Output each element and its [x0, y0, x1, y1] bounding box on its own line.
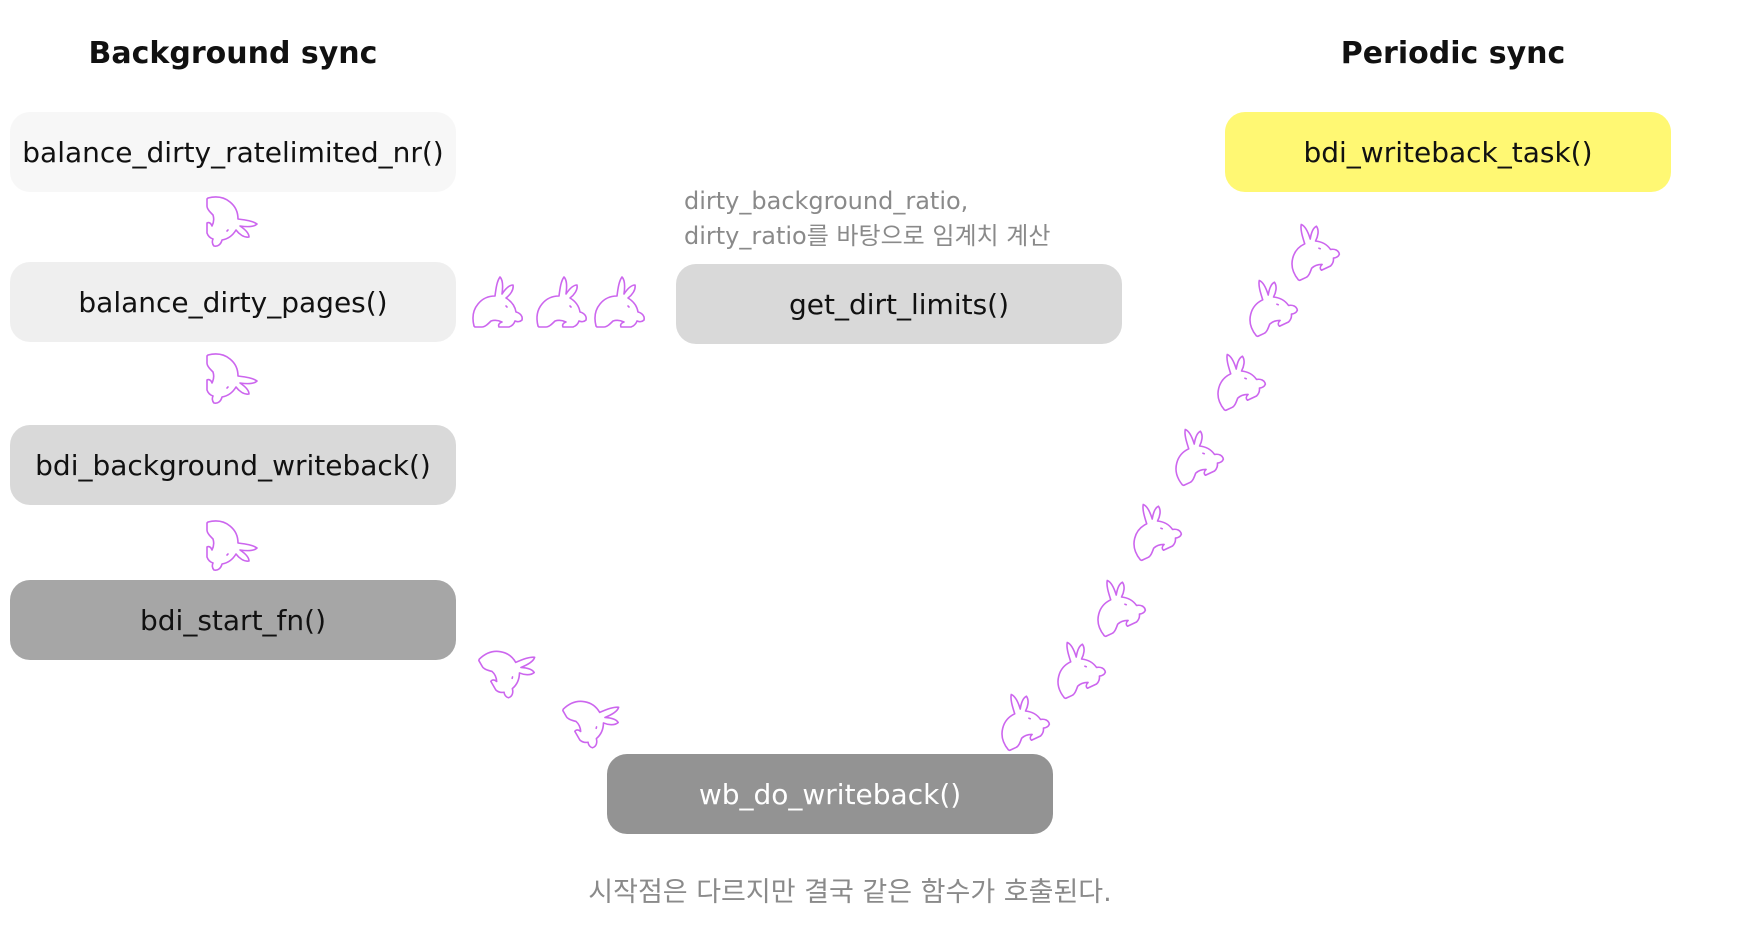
node-bdi-start-fn: bdi_start_fn(): [10, 580, 456, 660]
rabbit-icon: [1160, 419, 1228, 488]
rabbit-icon: [1276, 214, 1344, 283]
rabbit-icon: [594, 276, 645, 328]
limits-note-line1: dirty_background_ratio,: [684, 187, 969, 215]
limits-note-line2: dirty_ratio를 바탕으로 임계치 계산: [684, 222, 1051, 250]
node-wb-do-writeback: wb_do_writeback(): [607, 754, 1053, 834]
node-bdi-background-writeback: bdi_background_writeback(): [10, 425, 456, 505]
node-balance-dirty-pages: balance_dirty_pages(): [10, 262, 456, 342]
rabbit-icon: [986, 684, 1054, 753]
limits-note: dirty_background_ratio, dirty_ratio를 바탕으…: [684, 184, 1050, 254]
rabbit-icon: [561, 683, 631, 753]
rabbit-icon: [536, 276, 587, 328]
background-sync-heading: Background sync: [88, 36, 378, 71]
rabbit-icon: [206, 353, 258, 404]
rabbit-icon: [477, 633, 547, 703]
rabbit-icon: [1042, 632, 1110, 701]
rabbit-icon: [1118, 494, 1186, 563]
rabbit-icon: [206, 196, 258, 247]
rabbit-icon: [206, 520, 258, 571]
rabbit-icon: [1082, 570, 1150, 639]
periodic-sync-heading: Periodic sync: [1340, 36, 1566, 71]
node-bdi-writeback-task: bdi_writeback_task(): [1225, 112, 1671, 192]
node-get-dirt-limits: get_dirt_limits(): [676, 264, 1122, 344]
rabbit-icon: [1202, 344, 1270, 413]
node-balance-dirty-ratelimited: balance_dirty_ratelimited_nr(): [10, 112, 456, 192]
bottom-note: 시작점은 다르지만 결국 같은 함수가 호출된다.: [588, 877, 1112, 908]
rabbit-icon: [1234, 270, 1302, 339]
rabbit-icon: [472, 276, 523, 328]
